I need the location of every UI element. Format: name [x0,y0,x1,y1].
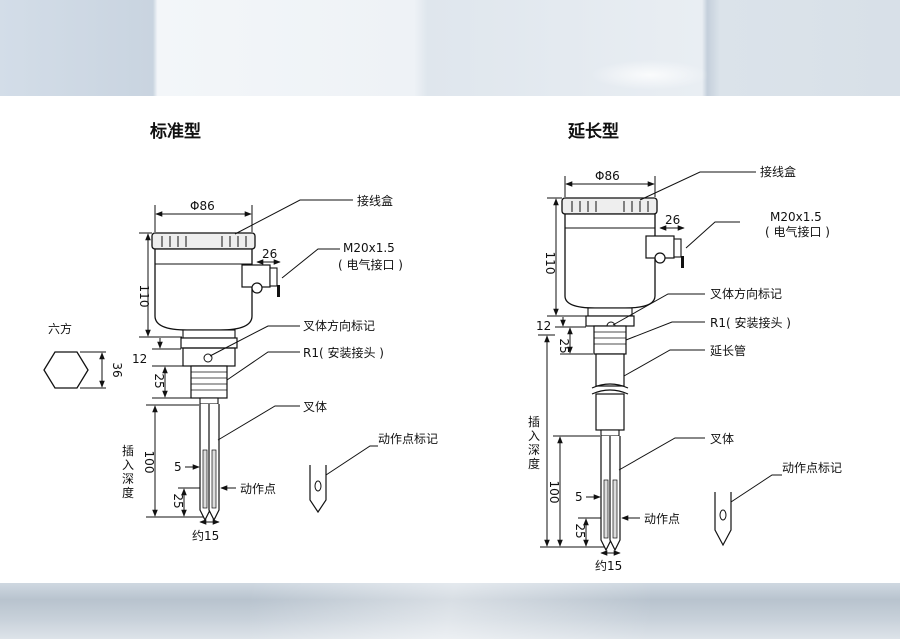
ext-r1-label: R1( 安装接头 ) [710,315,791,330]
ext-d25b: 25 [573,523,587,538]
ext-pipe-lower [595,393,625,431]
std-thread [190,365,228,399]
std-insert-1: 插 [122,444,134,458]
top-glare [590,60,710,90]
ext-approx: 约15 [595,558,622,573]
ext-d12: 12 [536,319,551,333]
ext-pipe-upper [595,353,625,387]
hex-label: 六方 [48,321,72,336]
ext-insert-2: 入 [528,429,540,443]
ext-fork-label: 叉体 [710,432,734,446]
bottom-glare [250,583,650,639]
std-housing [154,248,253,331]
ext-junction-box-label: 接线盒 [760,164,796,179]
std-action-point-label: 动作点 [240,482,276,496]
hex-size: 36 [110,362,124,377]
ext-height: 110 [543,252,557,275]
ext-action-point-label: 动作点 [644,512,680,526]
std-insert-2: 入 [122,458,134,472]
ext-cable-dim: 26 [665,213,680,227]
std-fork-label: 叉体 [303,400,327,414]
std-r1-label: R1( 安装接头 ) [303,345,384,360]
std-height: 110 [137,285,151,308]
std-lid [151,232,256,250]
std-approx: 约15 [192,528,219,543]
std-d5: 5 [174,460,182,474]
ext-dia: Φ86 [595,169,620,183]
top-photo-band [0,0,900,96]
ext-fork-dir-label: 叉体方向标记 [710,286,782,301]
ext-d25: 25 [557,338,571,353]
title-standard: 标准型 [150,122,201,142]
std-action-mark-label: 动作点标记 [378,432,438,446]
std-insert-4: 度 [122,485,134,500]
ext-thread [593,325,627,355]
std-cable-dim: 26 [262,247,277,261]
bottom-photo-band [0,583,900,639]
std-d100: 100 [142,451,156,474]
std-d25b: 25 [171,493,185,508]
std-cable-port-label: M20x1.5 [343,241,395,255]
ext-lid [561,197,658,215]
std-insert-3: 深 [122,472,134,486]
std-d12: 12 [132,352,147,366]
ext-d100: 100 [547,481,561,504]
extended-type-drawing: Φ86 26 110 12 25 插 入 深 度 100 5 25 [528,164,842,573]
std-fork-dir-label: 叉体方向标记 [303,318,375,333]
ext-insert-4: 度 [528,456,540,471]
ext-insert-1: 插 [528,415,540,429]
standard-type-drawing: Φ86 26 110 12 25 100 插 入 深 度 5 25 约15 [122,193,438,543]
ext-insert-3: 深 [528,443,540,457]
hex-nut-detail: 六方 36 [43,321,124,389]
std-d25: 25 [152,373,166,388]
title-extended: 延长型 [568,122,619,142]
ext-pipe-label: 延长管 [710,343,746,358]
ext-d5: 5 [575,490,583,504]
std-junction-box-label: 接线盒 [357,193,393,208]
std-cable-port-sub: ( 电气接口 ) [338,257,403,272]
ext-cable-port-sub: ( 电气接口 ) [765,224,830,239]
ext-action-mark-label: 动作点标记 [782,461,842,475]
std-dia: Φ86 [190,199,215,213]
hex-shape [43,351,89,389]
ext-cable-port-label: M20x1.5 [770,210,822,224]
